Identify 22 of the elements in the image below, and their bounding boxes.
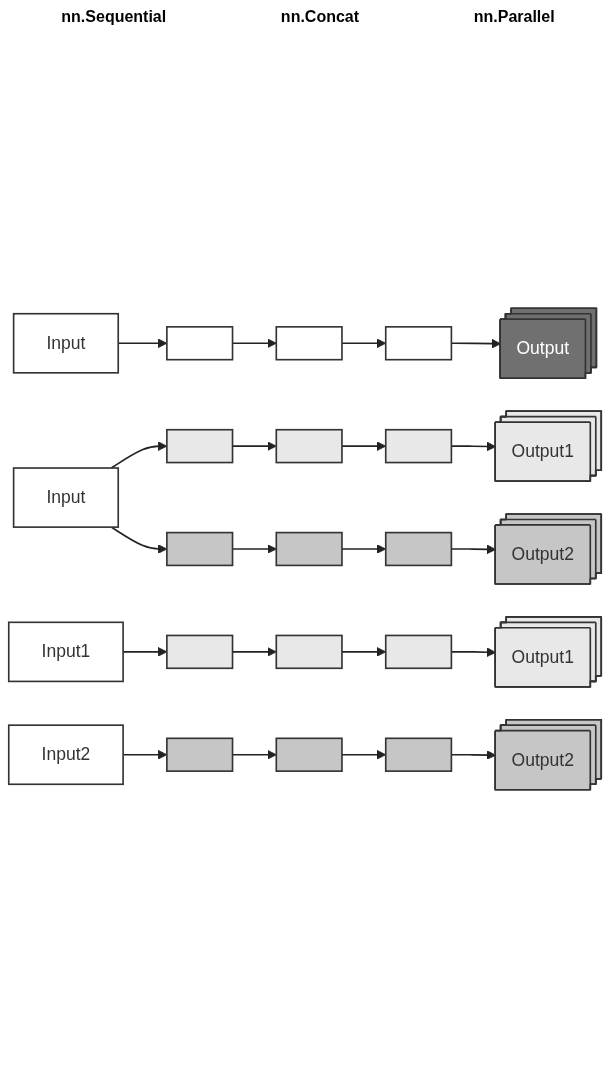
node-box [384,531,453,567]
node-box [275,737,343,772]
section-title: nn.Concat [280,8,360,26]
node-box [275,326,343,361]
section-title: nn.Sequential [61,8,167,26]
node-box [275,428,343,464]
section-title: nn.Parallel [473,8,555,26]
node-box: Input [12,312,120,374]
node-box [166,634,234,670]
node-box [384,737,453,772]
node-box [166,531,234,567]
node-box [166,428,234,464]
node-box [166,326,234,361]
node-box [166,737,234,772]
node-box [384,634,453,670]
node-box [275,531,343,567]
node-box [384,428,453,464]
node-box [384,326,453,361]
node-box [275,634,343,670]
node-box: Input [12,467,120,528]
node-box: Input2 [7,724,124,786]
node-box: Input1 [7,621,124,683]
